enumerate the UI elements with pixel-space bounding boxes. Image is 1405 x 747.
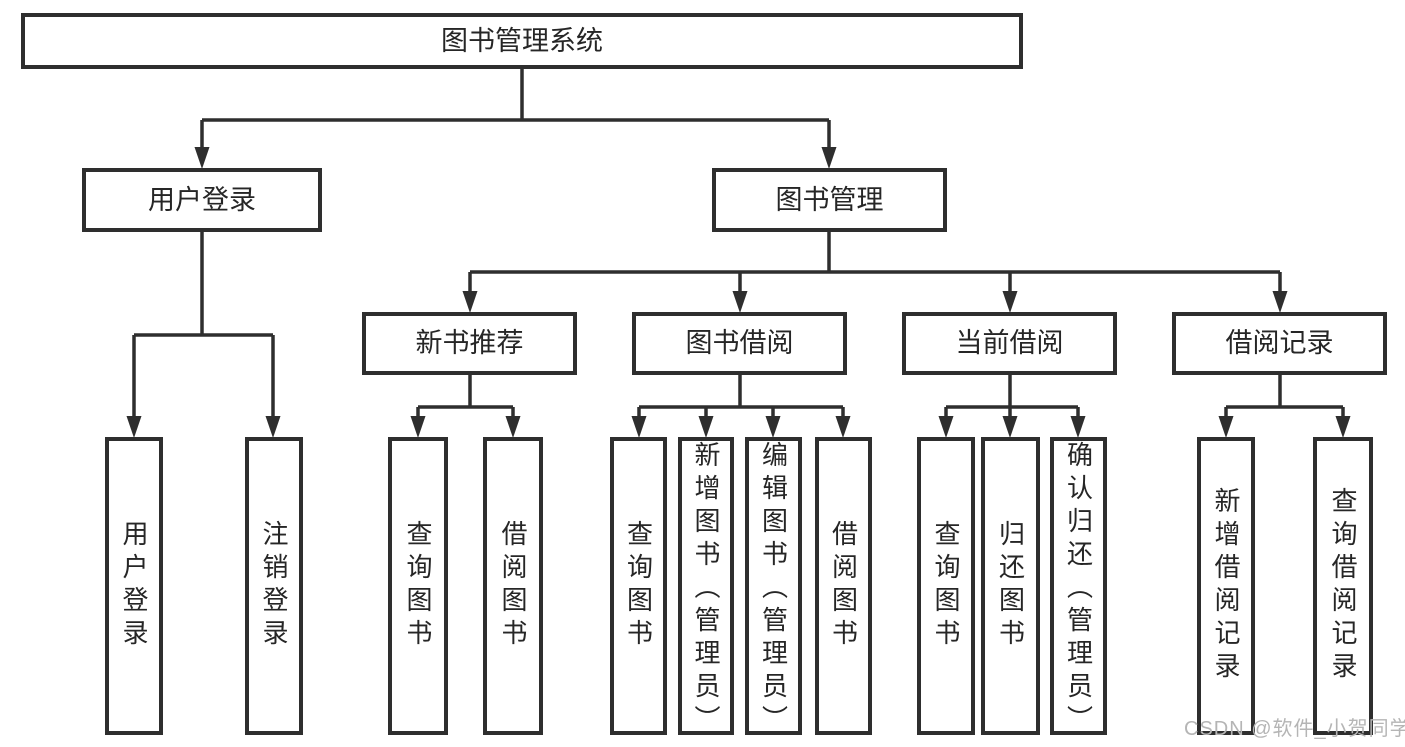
node-borrow-records: 借阅记录 [1172, 312, 1387, 375]
node-book-management-branch: 图书管理 [712, 168, 947, 232]
node-rec-borrow-book: 借阅图书 [483, 437, 543, 735]
node-borrow-query-book: 查询图书 [610, 437, 667, 735]
node-current-borrow: 当前借阅 [902, 312, 1117, 375]
node-return-book: 归还图书 [981, 437, 1040, 735]
csdn-watermark: CSDN @软件_小贺同学 [1184, 718, 1405, 740]
node-book-borrow: 图书借阅 [632, 312, 847, 375]
connector-records-to-children [1218, 373, 1351, 438]
node-current-query-book: 查询图书 [917, 437, 975, 735]
node-query-borrow-record: 查询借阅记录 [1313, 437, 1373, 735]
connector-current-to-children [938, 373, 1086, 438]
connector-login-to-children [126, 230, 281, 438]
node-root: 图书管理系统 [21, 13, 1023, 69]
node-confirm-return-admin: 确认归还（管理员） [1050, 437, 1107, 738]
node-logout: 注销登录 [245, 437, 303, 735]
connector-root-to-level2 [194, 67, 837, 169]
node-borrow-book: 借阅图书 [815, 437, 872, 735]
connector-borrow-to-children [631, 373, 851, 438]
connector-manage-to-level3 [462, 230, 1288, 313]
node-add-book-admin: 新增图书（管理员） [678, 437, 734, 738]
node-add-borrow-record: 新增借阅记录 [1197, 437, 1255, 735]
connector-rec-to-children [410, 373, 521, 438]
node-user-login-branch: 用户登录 [82, 168, 322, 232]
node-new-book-recommend: 新书推荐 [362, 312, 577, 375]
node-edit-book-admin: 编辑图书（管理员） [745, 437, 802, 738]
node-user-login: 用户登录 [105, 437, 163, 735]
node-rec-query-book: 查询图书 [388, 437, 448, 735]
